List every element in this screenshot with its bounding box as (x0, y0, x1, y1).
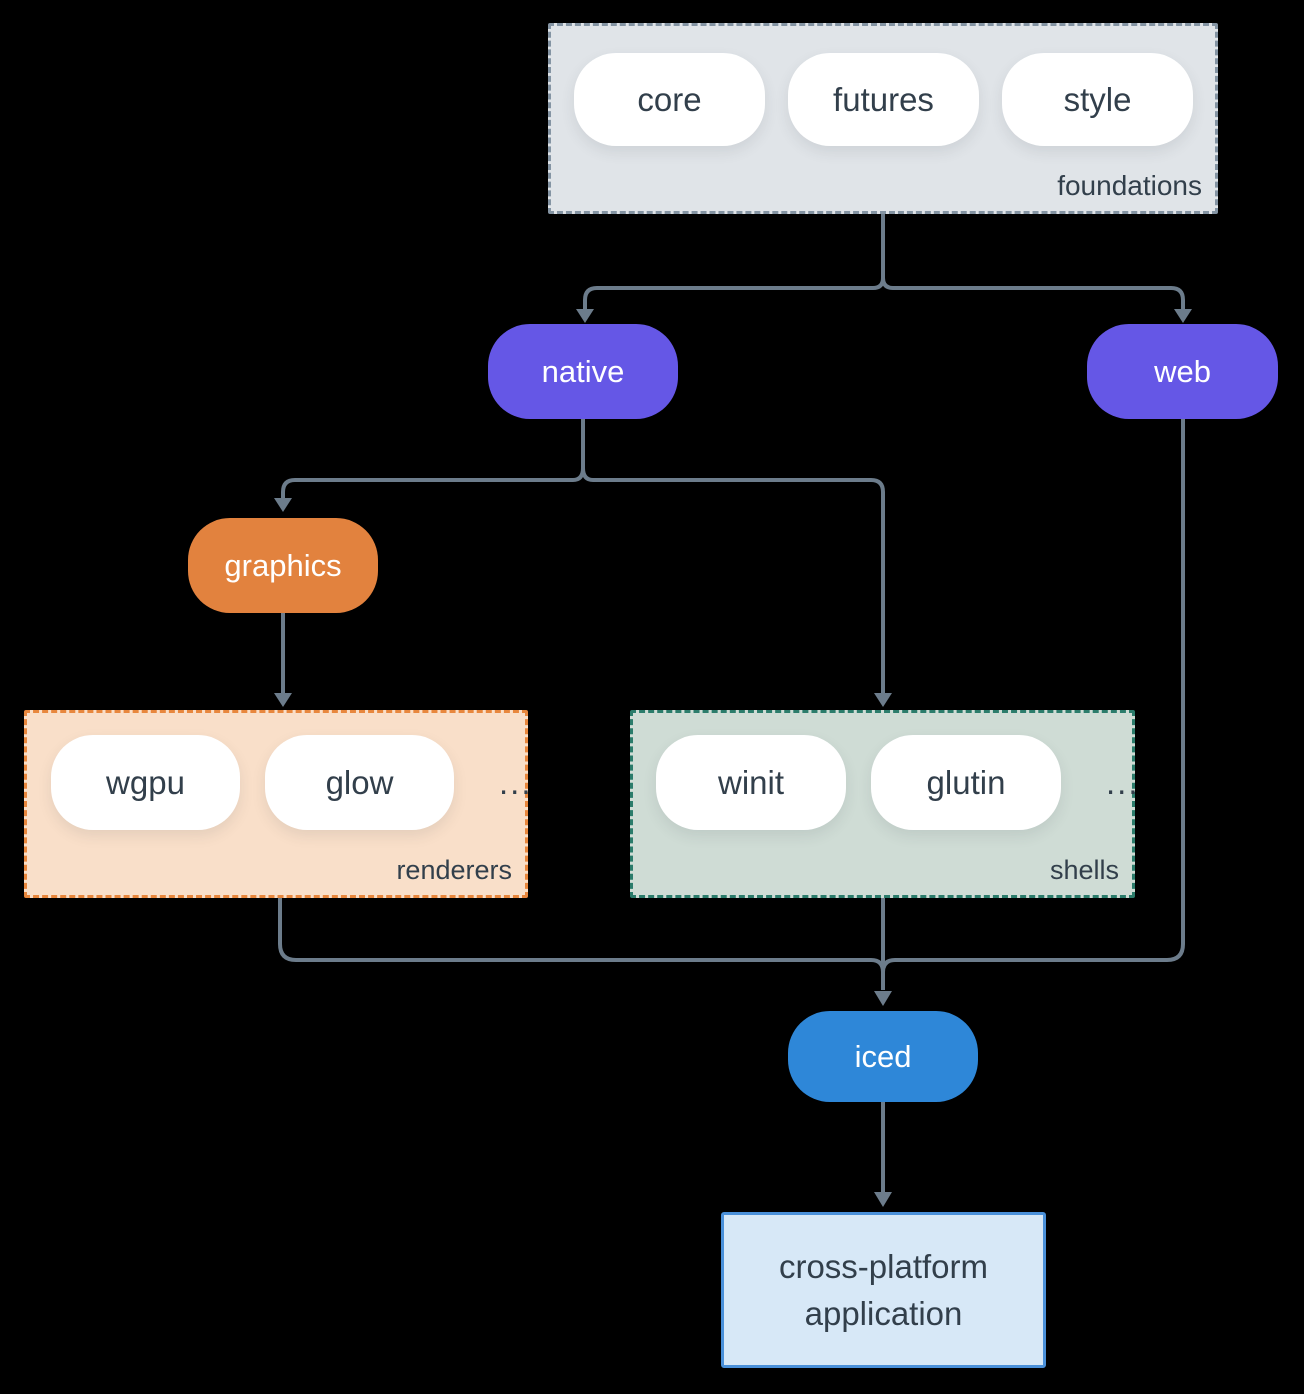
application-line-2: application (804, 1295, 963, 1332)
arrowhead-web (1174, 309, 1192, 323)
foundations-pill-row: core futures style (574, 53, 1193, 146)
node-graphics: graphics (188, 518, 378, 613)
node-futures: futures (788, 53, 979, 146)
arrowhead-graphics (274, 498, 292, 512)
arrowhead-renderers (274, 693, 292, 707)
node-native: native (488, 324, 678, 419)
shells-ellipsis: ... (1106, 763, 1140, 801)
foundations-group: core futures style foundations (548, 23, 1218, 214)
node-style: style (1002, 53, 1193, 146)
edge-native-graphics (281, 419, 585, 499)
shells-group: winit glutin ... shells (630, 710, 1138, 898)
node-wgpu: wgpu (51, 735, 240, 830)
arrowhead-native (576, 309, 594, 323)
node-core: core (574, 53, 765, 146)
application-line-1: cross-platform (778, 1248, 989, 1285)
edge-foundations-native (583, 214, 885, 310)
renderers-ellipsis: ... (499, 763, 533, 801)
node-iced: iced (788, 1011, 978, 1102)
edge-foundations-web (881, 214, 1185, 310)
node-glow: glow (265, 735, 454, 830)
node-cross-platform-application: cross-platform application (721, 1212, 1046, 1368)
renderers-group: wgpu glow ... renderers (24, 710, 531, 898)
edge-renderers-iced (278, 898, 885, 973)
arrowhead-shells (874, 693, 892, 707)
foundations-label: foundations (1057, 170, 1202, 201)
edge-native-shells (581, 419, 885, 693)
shells-label: shells (1049, 855, 1119, 885)
shells-pill-row: winit glutin ... (656, 735, 1140, 830)
arrowhead-iced (874, 991, 892, 1006)
node-glutin: glutin (871, 735, 1061, 830)
node-web: web (1087, 324, 1278, 419)
renderers-pill-row: wgpu glow ... (51, 735, 533, 830)
renderers-label: renderers (396, 855, 512, 885)
node-winit: winit (656, 735, 846, 830)
arrowhead-application (874, 1192, 892, 1207)
